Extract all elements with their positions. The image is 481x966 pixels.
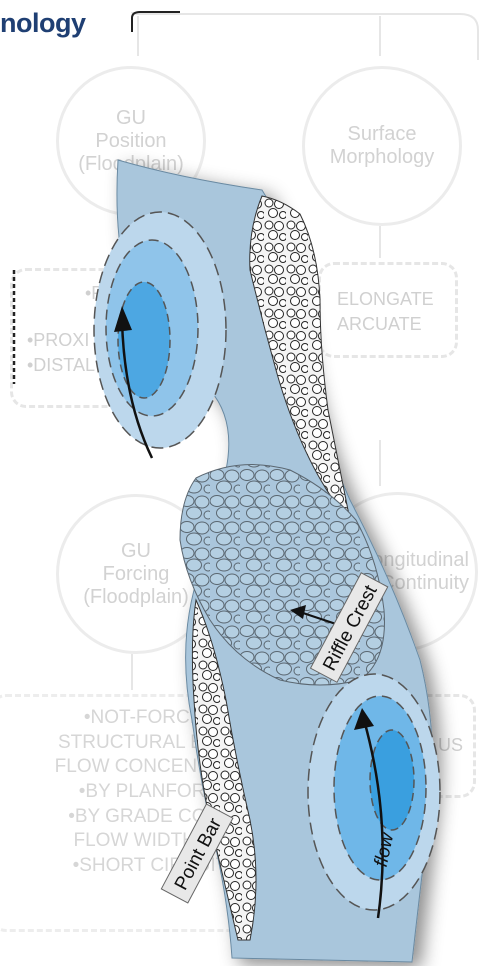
upper-pool — [94, 212, 226, 448]
lower-pool — [308, 674, 440, 910]
